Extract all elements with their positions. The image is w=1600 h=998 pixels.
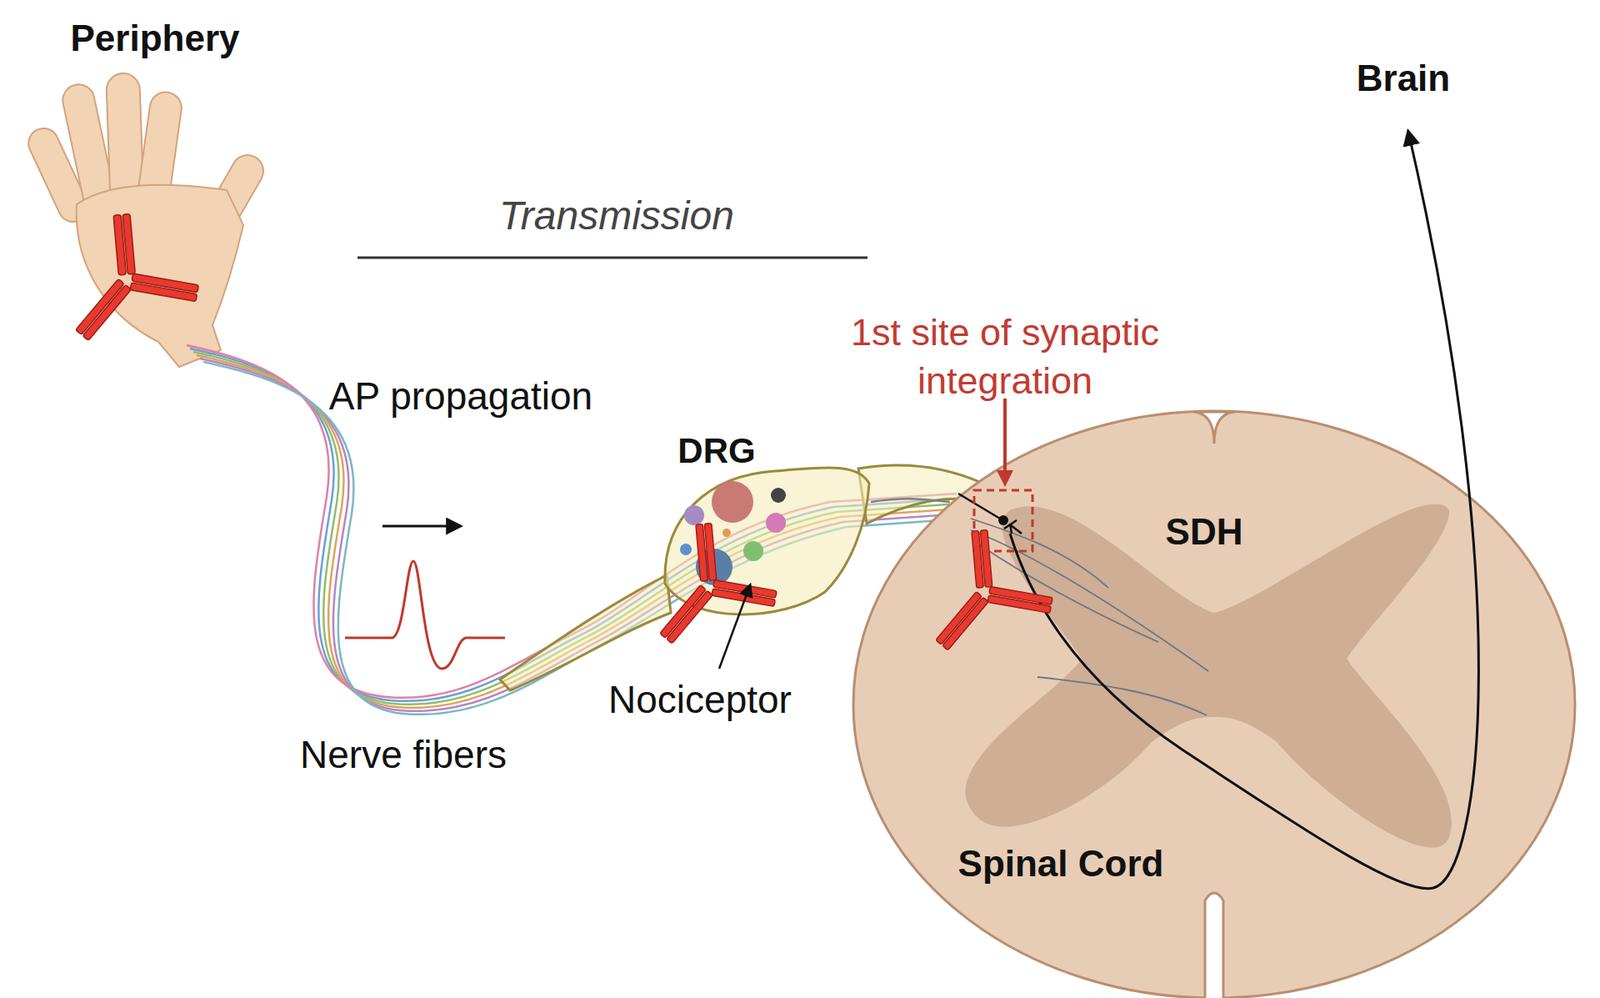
fiber (203, 361, 965, 715)
fiber (970, 518, 1109, 588)
text-label: Nerve fibers (261, 730, 545, 780)
text-label: Nociceptor (575, 675, 825, 725)
text-label: Transmission (450, 190, 784, 241)
ventral-fissure (1205, 892, 1224, 998)
callout-arrow (1003, 398, 1007, 482)
palm (76, 185, 244, 367)
node-label: DRG (666, 431, 767, 470)
antibody-symbol (75, 213, 200, 340)
neuron-soma (770, 487, 786, 503)
neuron-soma (711, 480, 754, 523)
synapse-dot (998, 515, 1009, 525)
text-label: Brain (1320, 55, 1487, 102)
direction-arrow (382, 525, 460, 528)
node-label: Spinal Cord (894, 843, 1228, 884)
neuron-soma (695, 548, 733, 585)
antibody-symbol (660, 522, 777, 644)
fiber (1037, 676, 1207, 715)
dorsal-sulcus (1193, 411, 1235, 444)
text-label: Periphery (30, 15, 280, 62)
synapse-highlight-box (974, 490, 1033, 551)
neuron-soma (722, 528, 731, 537)
spinal-cord-section: SDH Spinal Cord (851, 408, 1577, 998)
node-outline (851, 408, 1577, 998)
grey-matter (965, 504, 1452, 848)
drg-ganglion: DRG (658, 425, 871, 617)
neuron-soma (680, 543, 692, 555)
nerve-fibers (186, 345, 965, 715)
fiber (186, 345, 957, 698)
synapse-symbol (1004, 520, 1022, 534)
fiber (970, 530, 1209, 671)
afferent-terminal (958, 493, 1000, 519)
action-potential-waveform (345, 560, 505, 669)
node-label: SDH (1120, 511, 1288, 552)
sheath-tail (500, 575, 671, 690)
antibody-symbol (935, 529, 1053, 650)
text-label: AP propagation (319, 371, 603, 421)
leader-arrow (719, 585, 750, 669)
fiber (975, 541, 1159, 642)
projection-neuron (1010, 131, 1479, 889)
dorsal-horn-fibers (970, 518, 1209, 715)
ganglion-outline (665, 467, 870, 615)
text-label: 1st site of synaptic integration (805, 308, 1205, 405)
neuron-soma (743, 540, 764, 561)
neuron-soma (765, 512, 786, 533)
nerve-root-connector (870, 498, 950, 502)
neuron-soma (684, 505, 705, 525)
hand (23, 72, 270, 367)
heading-rule (357, 256, 868, 260)
